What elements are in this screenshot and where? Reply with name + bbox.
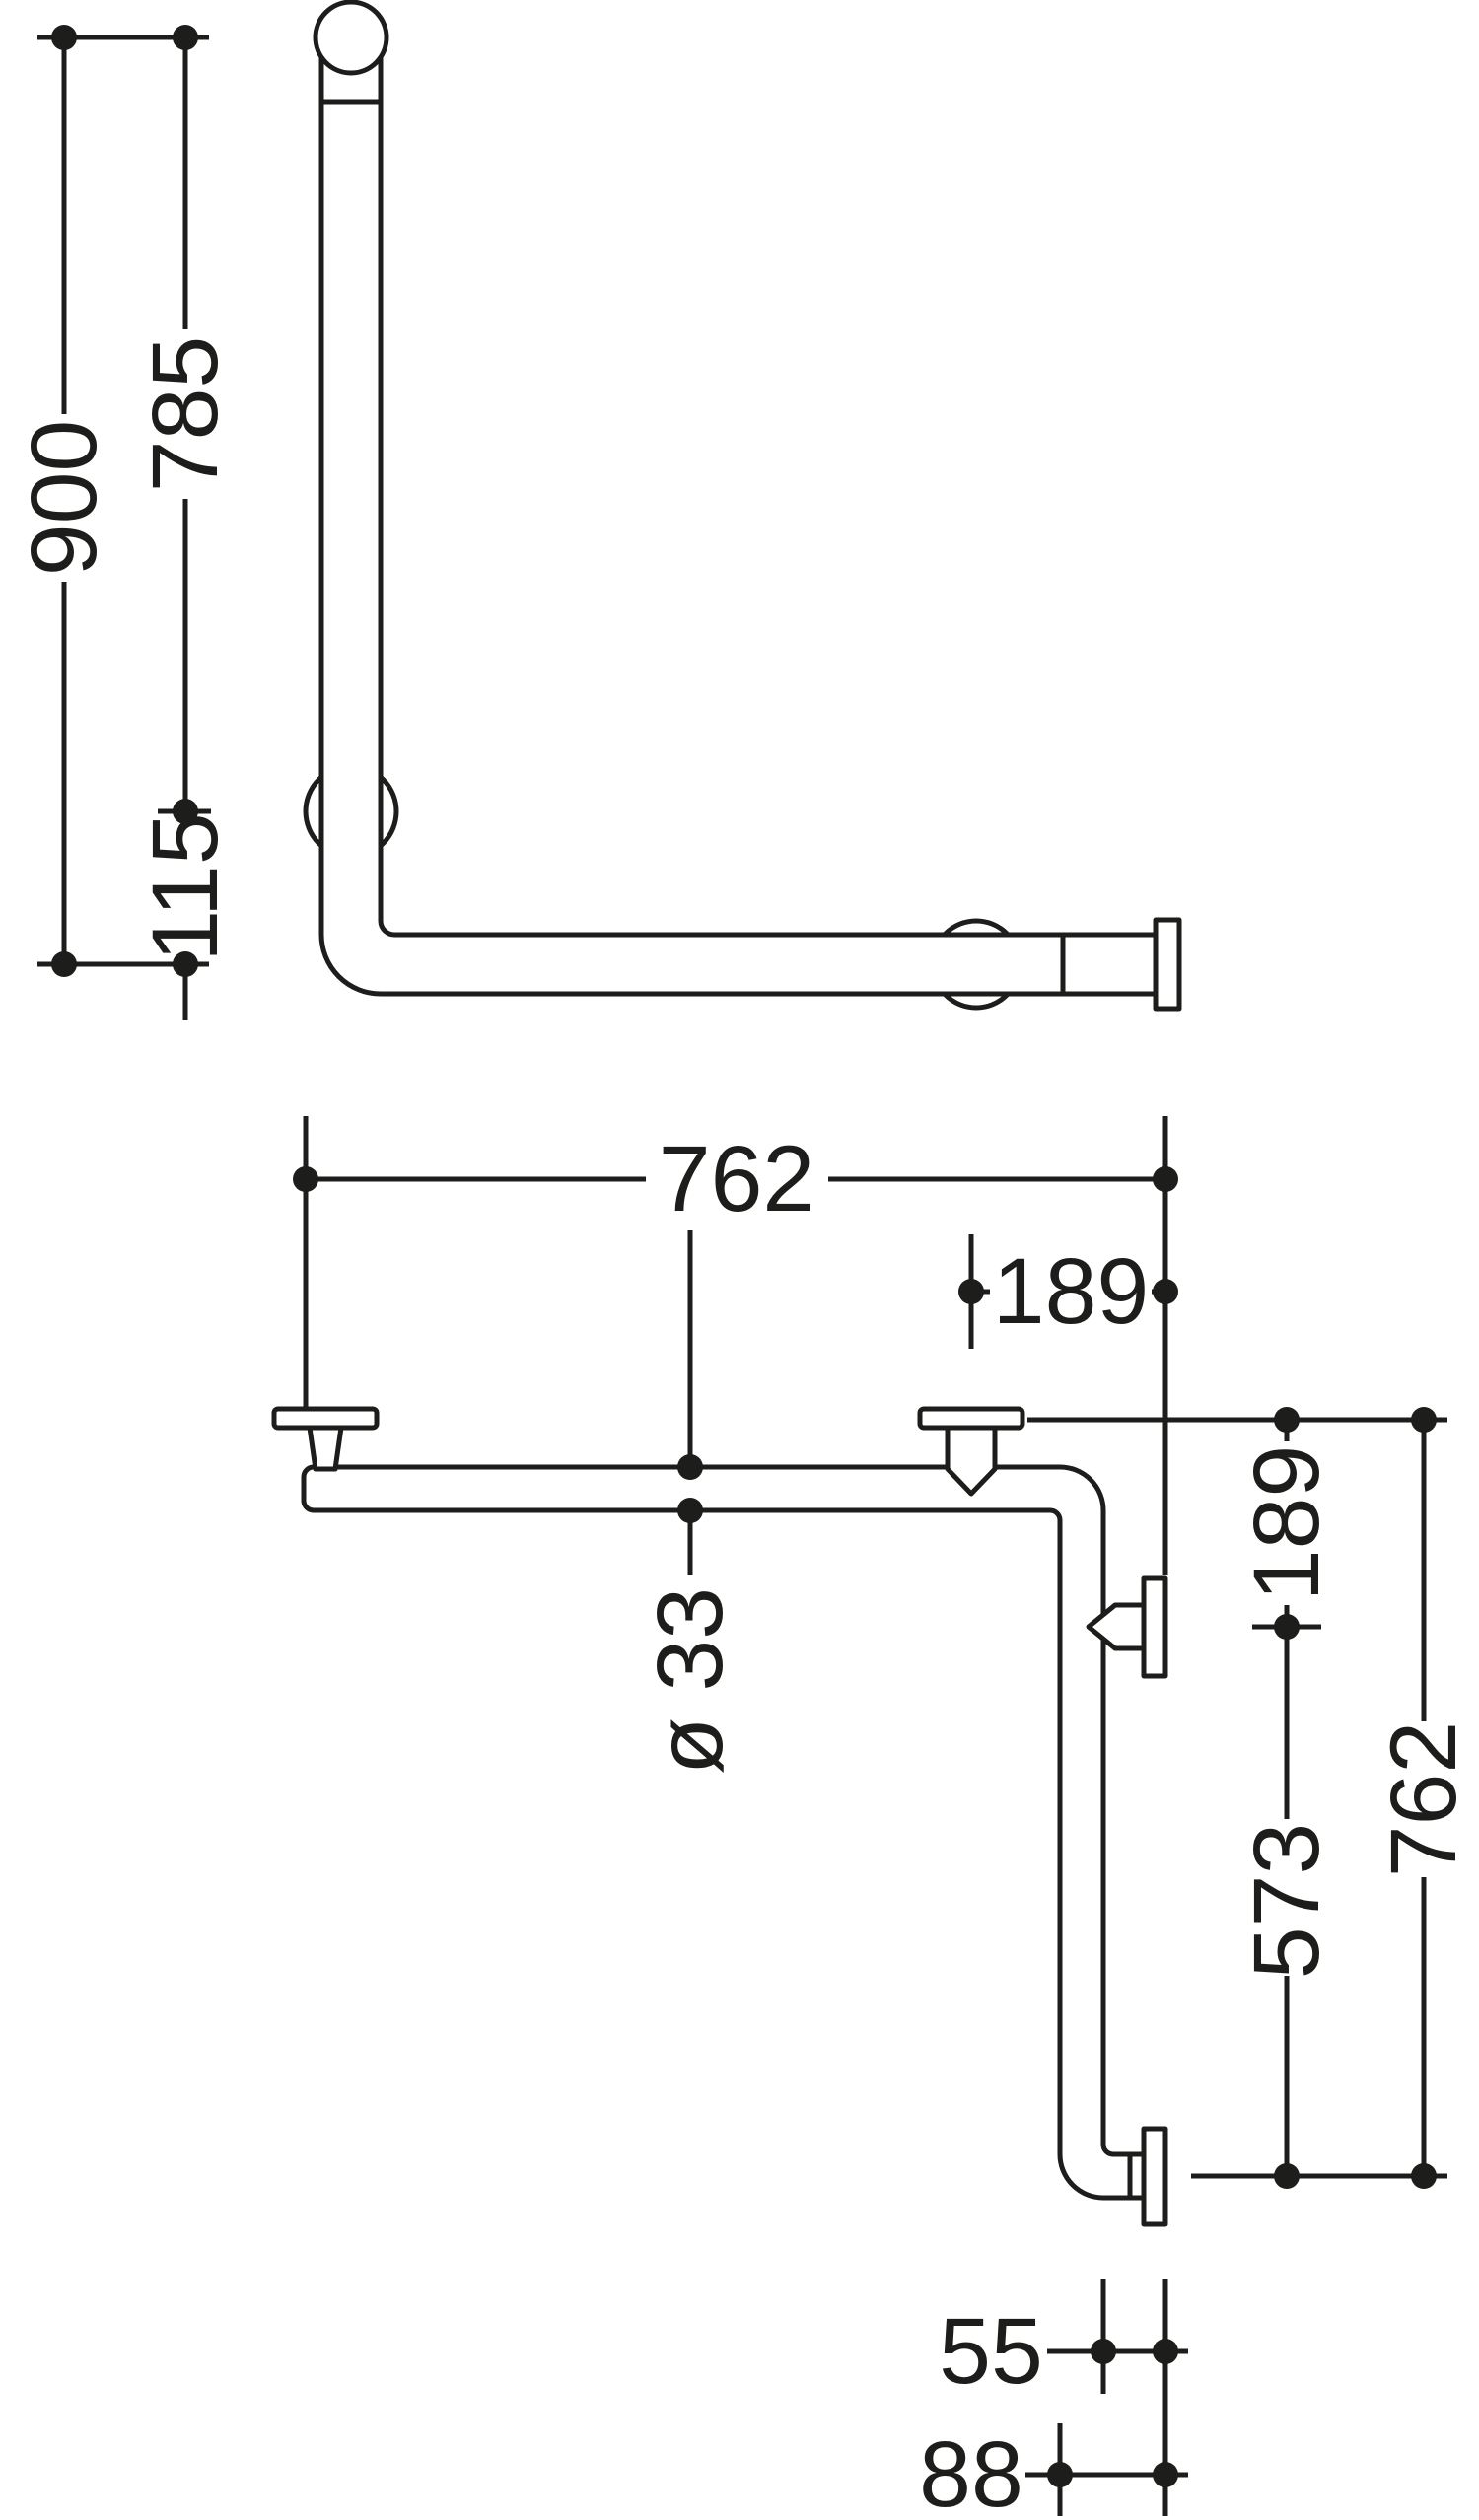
plan-dimensions: 762 189 ø 33 189 573 762 55 88: [293, 1116, 1476, 2520]
wall-plate-plan-side: [1141, 1575, 1168, 1679]
wall-plate-plan-corner: [917, 1406, 1025, 1431]
dim-dot: [677, 1498, 703, 1523]
dim-label-wall-to-tube-outer: 88: [919, 2422, 1023, 2520]
grab-bar-outline-plan: [301, 1464, 1148, 2201]
dim-dot: [1411, 1407, 1437, 1433]
dim-dot: [1274, 2163, 1300, 2189]
dim-label-vertical-length: 762: [1372, 1721, 1476, 1878]
dim-dot: [1091, 2339, 1116, 2364]
dim-label-wall-to-tube-inner: 55: [939, 2299, 1043, 2404]
wall-rosette-top: [313, 0, 389, 76]
grab-bar-outline-front: [318, 35, 1159, 997]
dim-label-side-mount-to-end: 573: [1234, 1823, 1339, 1980]
dim-label-tube-diameter: ø 33: [638, 1587, 742, 1775]
wall-plate-plan-bottom: [1141, 2126, 1168, 2227]
dim-label-horizontal-length: 762: [659, 1127, 815, 1231]
front-view: 900 785 115: [12, 0, 1182, 1020]
mount-stem-left: [307, 1425, 344, 1472]
dim-dot: [1153, 1279, 1178, 1304]
wall-plate-front-right: [1153, 917, 1182, 1012]
dim-dot: [1153, 2339, 1178, 2364]
wall-plate-plan-left: [271, 1406, 380, 1431]
dim-label-overall-height: 900: [12, 420, 116, 577]
dim-dot: [1047, 2462, 1073, 2487]
dim-dot: [1153, 2462, 1178, 2487]
dim-dot: [51, 25, 77, 50]
dim-dot: [1411, 2163, 1437, 2189]
dim-label-corner-to-wall: 189: [993, 1239, 1150, 1344]
dim-dot: [173, 799, 198, 824]
dim-label-wall-to-side-mount: 189: [1234, 1445, 1339, 1602]
dim-label-upper-span: 785: [133, 336, 238, 493]
dim-dot: [1274, 1407, 1300, 1433]
dim-dot: [1153, 1166, 1178, 1192]
dim-dot: [173, 951, 198, 977]
dim-dot: [677, 1454, 703, 1480]
dim-label-lower-span: 115: [133, 812, 238, 961]
dim-dot: [293, 1166, 318, 1192]
dim-dot: [51, 951, 77, 977]
plan-view: 762 189 ø 33 189 573 762 55 88: [271, 1116, 1476, 2520]
dim-dot: [173, 25, 198, 50]
front-dimensions: 900 785 115: [12, 25, 238, 1020]
dim-dot: [1274, 1614, 1300, 1640]
plan-grab-bar: [271, 1406, 1168, 2227]
front-grab-bar: [303, 0, 1182, 1012]
dim-dot: [958, 1279, 984, 1304]
